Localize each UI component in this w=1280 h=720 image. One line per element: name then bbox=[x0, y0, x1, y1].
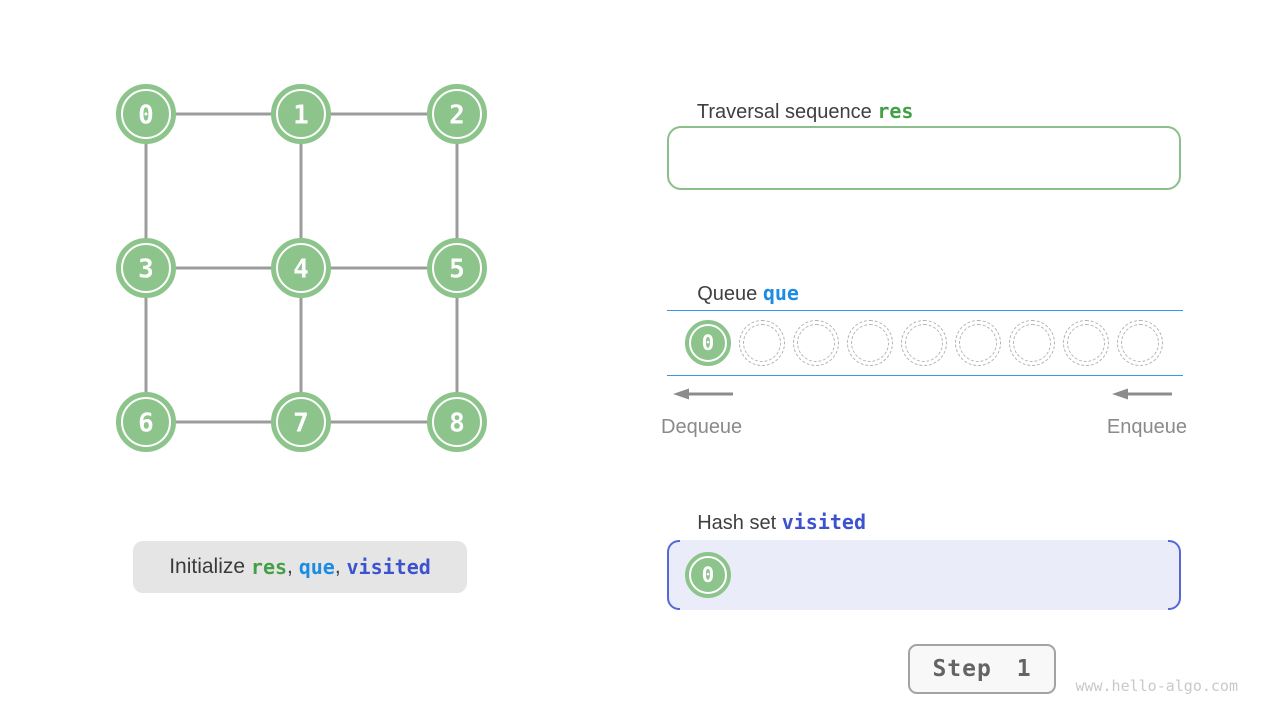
watermark: www.hello-algo.com bbox=[1075, 677, 1238, 695]
status-caption: Initialize res, que, visited bbox=[133, 541, 467, 593]
hash-set-heading-code: visited bbox=[781, 510, 867, 534]
graph-node-label: 0 bbox=[138, 100, 154, 130]
graph-node-4: 4 bbox=[271, 238, 331, 298]
graph-node-0: 0 bbox=[116, 84, 176, 144]
queue-heading-text: Queue bbox=[697, 283, 763, 305]
hash-set-heading-text: Hash set bbox=[697, 512, 782, 534]
graph-node-label: 4 bbox=[293, 254, 309, 284]
traversal-heading-code: res bbox=[877, 99, 914, 123]
graph-node-label: 1 bbox=[293, 100, 309, 130]
hash-set-box: 0 bbox=[667, 540, 1181, 610]
queue-item-0: 0 bbox=[685, 320, 731, 366]
graph-node-2: 2 bbox=[427, 84, 487, 144]
graph-node-1: 1 bbox=[271, 84, 331, 144]
queue-empty-slot bbox=[1009, 320, 1055, 366]
enqueue-arrow-icon bbox=[1112, 388, 1172, 400]
caption-code-que: que bbox=[298, 555, 335, 579]
graph-node-label: 5 bbox=[449, 254, 465, 284]
queue-empty-slot bbox=[793, 320, 839, 366]
queue-empty-slot bbox=[1063, 320, 1109, 366]
enqueue-label: Enqueue bbox=[1106, 416, 1187, 438]
queue-empty-slot bbox=[901, 320, 947, 366]
traversal-heading-text: Traversal sequence bbox=[696, 101, 878, 123]
queue-track: 0 bbox=[667, 310, 1183, 376]
queue-heading-code: que bbox=[762, 281, 799, 305]
queue-empty-slot bbox=[847, 320, 893, 366]
visited-item-0: 0 bbox=[685, 552, 731, 598]
graph-node-8: 8 bbox=[427, 392, 487, 452]
graph-node-7: 7 bbox=[271, 392, 331, 452]
graph-node-label: 8 bbox=[449, 408, 465, 438]
caption-text: Initialize bbox=[169, 555, 251, 578]
graph-node-label: 3 bbox=[138, 254, 154, 284]
dequeue-label: Dequeue bbox=[661, 416, 743, 438]
hash-set-heading: Hash set visited bbox=[675, 487, 866, 558]
graph-node-5: 5 bbox=[427, 238, 487, 298]
traversal-sequence-box bbox=[667, 126, 1181, 190]
grid-graph: 0 1 2 3 4 5 6 7 8 bbox=[116, 84, 487, 452]
queue-heading: Queue que bbox=[675, 258, 799, 329]
caption-code-res: res bbox=[250, 555, 288, 579]
traversal-heading: Traversal sequence res bbox=[675, 76, 914, 147]
graph-node-3: 3 bbox=[116, 238, 176, 298]
graph-node-6: 6 bbox=[116, 392, 176, 452]
queue-empty-slot bbox=[955, 320, 1001, 366]
caption-text: , bbox=[334, 555, 347, 578]
graph-node-label: 6 bbox=[138, 408, 154, 438]
dequeue-arrow-icon bbox=[673, 388, 733, 400]
graph-node-label: 7 bbox=[293, 408, 309, 438]
queue-empty-slot bbox=[739, 320, 785, 366]
step-button[interactable]: Step 1 bbox=[908, 644, 1056, 694]
queue-empty-slot bbox=[1117, 320, 1163, 366]
caption-code-visited: visited bbox=[346, 555, 431, 579]
graph-node-label: 2 bbox=[449, 100, 465, 130]
caption-text: , bbox=[287, 555, 299, 578]
